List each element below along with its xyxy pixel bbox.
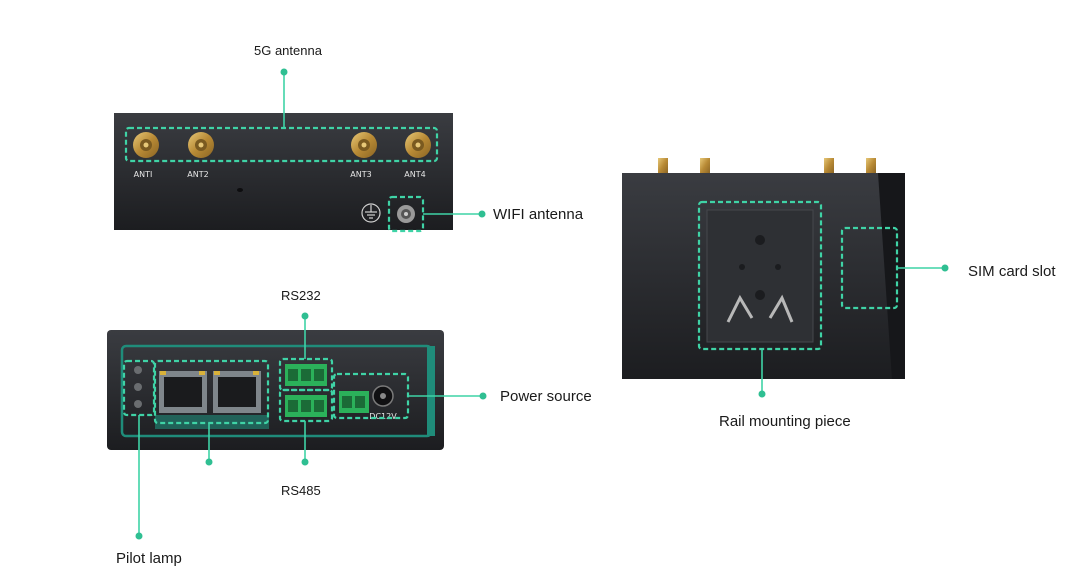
rail-mounting-highlight xyxy=(697,200,823,351)
callout-rs232: RS232 xyxy=(281,288,321,303)
rear-side-bevel xyxy=(878,173,905,379)
sma-connector-icon xyxy=(133,132,159,158)
antenna-5g-highlight xyxy=(124,126,439,163)
leader-lines-bottom-left xyxy=(135,312,487,540)
terminal-block-icon xyxy=(339,391,369,413)
sma-connector-icon xyxy=(188,132,214,158)
callout-power-source: Power source xyxy=(500,388,592,405)
ethernet-port-icon xyxy=(159,371,207,413)
rail-screw xyxy=(755,290,765,300)
ethernet-highlight xyxy=(153,359,270,425)
leader-lines-top-left xyxy=(280,68,486,218)
ground-symbol-icon xyxy=(361,203,381,223)
rail-hole xyxy=(739,264,745,270)
wifi-connector-icon xyxy=(397,205,415,223)
antenna-stub-icon xyxy=(658,158,876,174)
rail-hole xyxy=(775,264,781,270)
ant2-label: ANT2 xyxy=(187,170,208,179)
din-rail-clip-icon xyxy=(726,294,794,323)
ethernet-port-icon xyxy=(213,371,261,413)
terminal-block-icon xyxy=(285,395,327,417)
ant1-label: ANTI xyxy=(134,170,153,179)
ant3-label: ANT3 xyxy=(350,170,371,179)
screw-hole xyxy=(237,188,243,192)
led-indicator-icon xyxy=(134,366,142,408)
antenna-panel-body xyxy=(114,113,453,230)
front-panel-body xyxy=(107,330,444,450)
callout-rs485: RS485 xyxy=(281,483,321,498)
callout-pilot-lamp: Pilot lamp xyxy=(116,550,182,567)
ant4-label: ANT4 xyxy=(404,170,425,179)
callout-wifi-antenna: WIFI antenna xyxy=(493,206,584,223)
antenna-panel: ANTI ANT2 ANT3 ANT4 xyxy=(114,113,453,233)
callout-rail-mounting-piece: Rail mounting piece xyxy=(719,413,851,430)
front-panel: DC12V xyxy=(107,330,444,450)
sma-connector-icon xyxy=(351,132,377,158)
callout-5g-antenna: 5G antenna xyxy=(254,43,322,58)
faceplate-edge xyxy=(427,346,435,436)
leader-lines-right xyxy=(758,264,949,398)
sma-connector-icon xyxy=(405,132,431,158)
rail-plate xyxy=(706,209,814,343)
rail-screw xyxy=(755,235,765,245)
rear-panel xyxy=(622,158,905,379)
terminal-block-icon xyxy=(285,364,327,386)
callout-sim-card-slot: SIM card slot xyxy=(968,263,1056,280)
dc-jack-icon xyxy=(372,385,394,407)
dc12v-label: DC12V xyxy=(369,412,397,421)
